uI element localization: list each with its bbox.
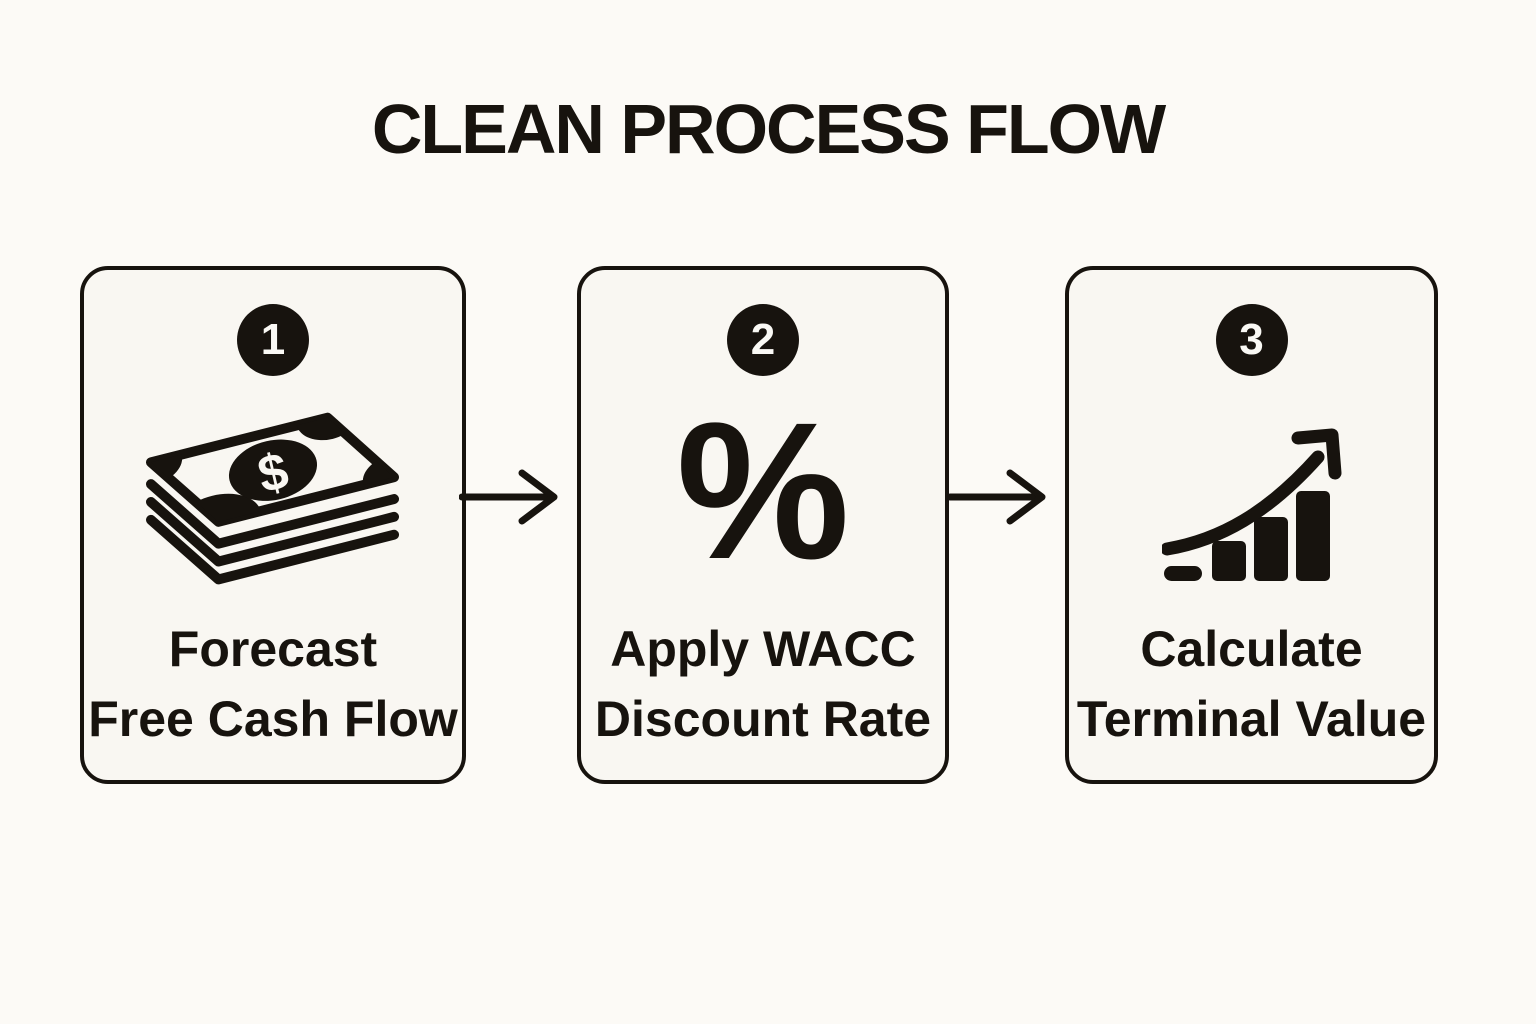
percent-icon: % xyxy=(676,381,850,600)
flow-arrow-icon xyxy=(947,469,1046,525)
step-card-terminal-value: 3 Calculate Terminal Value xyxy=(1065,266,1438,784)
step-label-line1: Calculate xyxy=(1140,621,1363,677)
step-label-line2: Discount Rate xyxy=(594,691,932,747)
step-label: Apply WACC Discount Rate xyxy=(595,614,931,754)
step-number: 1 xyxy=(260,315,286,364)
step-icon-area: % xyxy=(581,376,945,614)
step-number-badge: 1 xyxy=(237,304,309,376)
step-number: 2 xyxy=(750,315,776,364)
step-icon-area xyxy=(1069,376,1434,614)
step-number: 3 xyxy=(1239,315,1264,364)
step-label: Calculate Terminal Value xyxy=(1077,614,1426,754)
step-icon-area: $ xyxy=(84,376,462,614)
step-label: Forecast Free Cash Flow xyxy=(88,614,458,754)
step-number-badge: 2 xyxy=(727,304,799,376)
flow-arrow-icon xyxy=(459,469,558,525)
step-label-line1: Forecast xyxy=(168,621,378,677)
money-stack-icon: $ xyxy=(145,412,400,585)
page-title: CLEAN PROCESS FLOW xyxy=(371,90,1166,168)
step-label-line2: Free Cash Flow xyxy=(88,691,458,747)
step-number-badge: 3 xyxy=(1215,304,1288,376)
step-card-forecast-fcf: 1 $ xyxy=(80,266,466,784)
step-card-apply-wacc: 2 % Apply WACC Discount Rate xyxy=(577,266,949,784)
step-label-line2: Terminal Value xyxy=(1076,691,1427,747)
growth-chart-icon xyxy=(1161,428,1341,581)
step-label-line1: Apply WACC xyxy=(610,621,916,677)
